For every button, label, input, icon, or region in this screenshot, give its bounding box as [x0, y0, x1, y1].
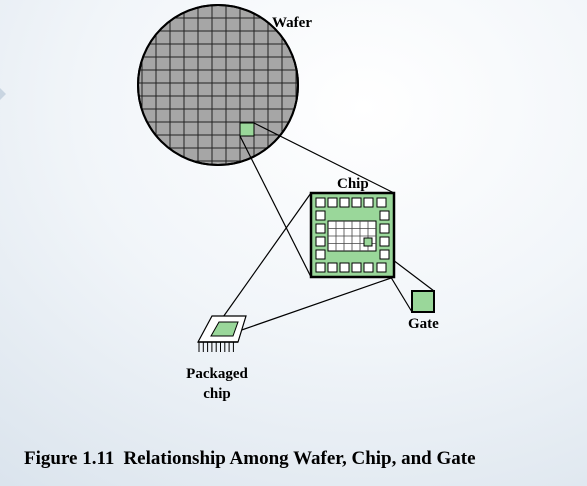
bond-pad [339, 262, 350, 273]
bond-pad [327, 197, 338, 208]
bond-pad [376, 262, 387, 273]
bond-pad [379, 223, 390, 234]
slide-edge-marker [0, 88, 6, 100]
bond-pad [315, 262, 326, 273]
connector-lines [215, 122, 435, 334]
figure-caption-text: Relationship Among Wafer, Chip, and Gate [123, 448, 476, 469]
packaged-chip-label-line1: Packaged [186, 366, 248, 382]
gate-square [411, 290, 435, 313]
bond-pad [351, 197, 362, 208]
die-to-chip-line-top [253, 122, 395, 194]
figure-number: Figure 1.11 [24, 448, 115, 469]
wafer-label: Wafer [272, 15, 312, 31]
bond-pad [363, 197, 374, 208]
bond-pad [315, 249, 326, 260]
packaged-chip [196, 315, 247, 352]
packaged-chip-label-line2: chip [203, 386, 231, 402]
wafer-selected-die [239, 122, 255, 137]
bond-pad [379, 210, 390, 221]
chip-selected-gate [363, 237, 373, 247]
bond-pad [339, 197, 350, 208]
package-die [210, 321, 239, 337]
chip [309, 191, 396, 279]
gate-label: Gate [408, 316, 439, 332]
bond-pad [315, 223, 326, 234]
chip-bond-pads [315, 197, 390, 273]
bond-pad [315, 197, 326, 208]
wafer-chip-gate-diagram: Wafer Chip Gate Packaged chip [137, 4, 439, 402]
chip-label: Chip [337, 176, 369, 192]
bond-pad [315, 210, 326, 221]
bond-pad [351, 262, 362, 273]
chip-to-package-line-left [215, 192, 312, 328]
bond-pad [379, 236, 390, 247]
bond-pad [376, 197, 387, 208]
bond-pad [379, 249, 390, 260]
chip-to-package-line-right [232, 276, 395, 334]
package-pins [198, 342, 234, 352]
die-to-chip-line-bottom [239, 135, 312, 278]
bond-pad [363, 262, 374, 273]
figure-caption: Figure 1.11 Relationship Among Wafer, Chi… [24, 448, 476, 470]
bond-pad [315, 236, 326, 247]
bond-pad [327, 262, 338, 273]
